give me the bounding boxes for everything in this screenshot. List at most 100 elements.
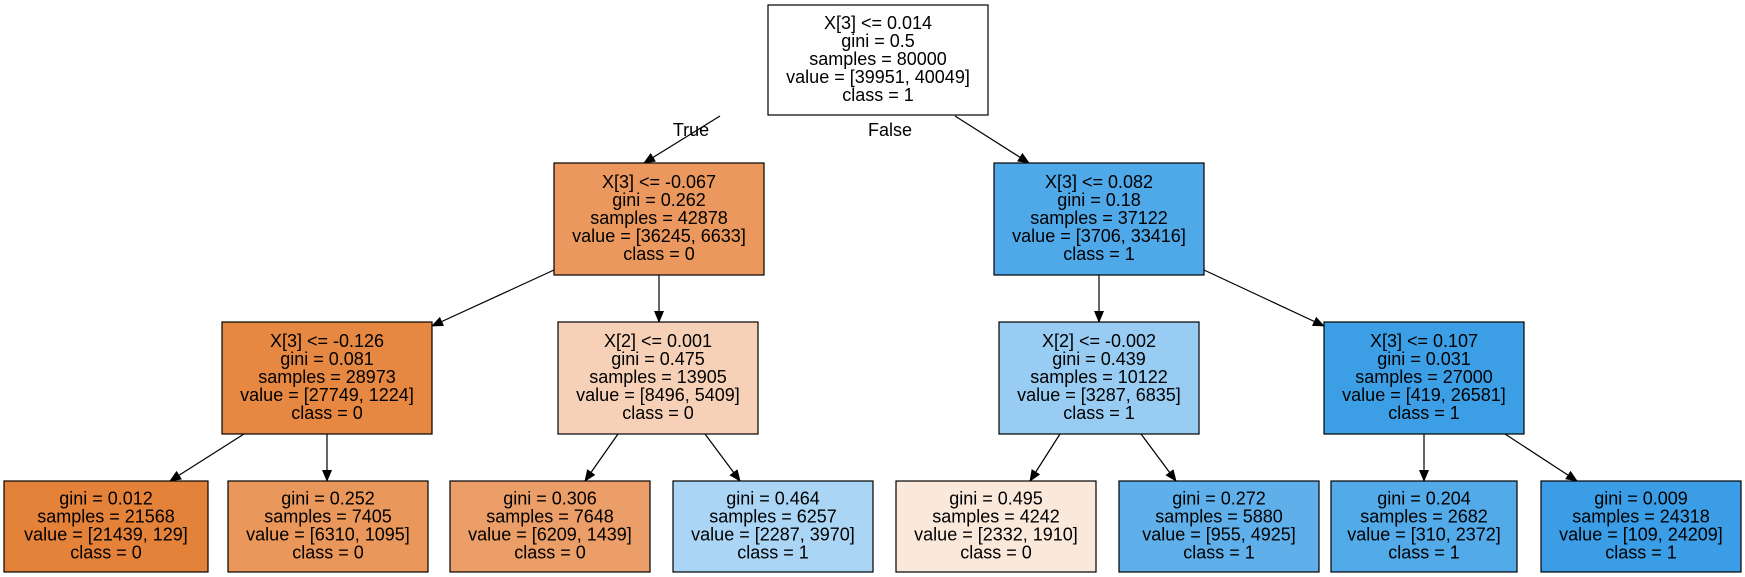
edge-n0-n2 xyxy=(954,115,1030,164)
node-text-line: samples = 24318 xyxy=(1572,507,1710,527)
node-text-line: class = 0 xyxy=(960,543,1032,563)
node-text-line: value = [8496, 5409] xyxy=(576,385,740,405)
edge-n6-n14 xyxy=(1504,433,1578,482)
node-text-line: X[3] <= 0.014 xyxy=(824,13,932,33)
node-text-line: X[3] <= 0.107 xyxy=(1370,331,1478,351)
node-text-line: class = 1 xyxy=(1063,244,1135,264)
node-box xyxy=(998,321,1200,435)
node-box xyxy=(449,480,651,573)
node-text-line: gini = 0.262 xyxy=(612,190,706,210)
node-box xyxy=(3,480,209,573)
node-text-line: value = [2287, 3970] xyxy=(691,525,855,545)
node-text-line: gini = 0.5 xyxy=(841,31,915,51)
node-text-line: X[3] <= 0.082 xyxy=(1045,172,1153,192)
node-text-line: value = [27749, 1224] xyxy=(240,385,414,405)
node-text-line: samples = 21568 xyxy=(37,507,175,527)
node-text-line: samples = 10122 xyxy=(1030,367,1168,387)
node-text-line: value = [310, 2372] xyxy=(1347,525,1501,545)
node-text-line: gini = 0.272 xyxy=(1172,489,1266,509)
node-text-line: value = [2332, 1910] xyxy=(914,525,1078,545)
node-text-line: value = [3287, 6835] xyxy=(1017,385,1181,405)
node-text-line: gini = 0.031 xyxy=(1377,349,1471,369)
node-text-line: value = [955, 4925] xyxy=(1142,525,1296,545)
node-text-line: samples = 13905 xyxy=(589,367,727,387)
node-box xyxy=(553,162,765,276)
node-text-line: gini = 0.18 xyxy=(1057,190,1141,210)
edge-n3-n7 xyxy=(169,433,245,482)
node-text-line: X[2] <= -0.002 xyxy=(1042,331,1156,351)
edge-n5-n12 xyxy=(1140,433,1177,482)
edge-label-true: True xyxy=(673,120,709,140)
node-text-line: samples = 7648 xyxy=(486,507,614,527)
node-text-line: samples = 6257 xyxy=(709,507,837,527)
node-box xyxy=(895,480,1097,573)
node-text-line: samples = 80000 xyxy=(809,49,947,69)
edge-n1-n3 xyxy=(431,269,555,327)
edge-label-false: False xyxy=(868,120,912,140)
node-box xyxy=(227,480,429,573)
node-box xyxy=(1540,480,1742,573)
edge-n4-n10 xyxy=(704,433,741,482)
edge-n4-n9 xyxy=(584,433,619,482)
node-box xyxy=(557,321,759,435)
edge-n0-n1 xyxy=(643,115,721,164)
node-text-line: gini = 0.306 xyxy=(503,489,597,509)
node-text-line: samples = 5880 xyxy=(1155,507,1283,527)
node-box xyxy=(993,162,1205,276)
node-text-line: gini = 0.009 xyxy=(1594,489,1688,509)
node-box xyxy=(767,4,989,116)
node-text-line: class = 1 xyxy=(1388,543,1460,563)
node-box xyxy=(1330,480,1518,573)
node-box xyxy=(221,321,433,435)
node-text-line: class = 1 xyxy=(1063,403,1135,423)
node-text-line: X[3] <= -0.067 xyxy=(602,172,716,192)
node-text-line: class = 1 xyxy=(737,543,809,563)
node-text-line: samples = 42878 xyxy=(590,208,728,228)
node-text-line: class = 0 xyxy=(70,543,142,563)
node-box xyxy=(1118,480,1320,573)
node-text-line: samples = 27000 xyxy=(1355,367,1493,387)
node-text-line: samples = 37122 xyxy=(1030,208,1168,228)
node-text-line: value = [6310, 1095] xyxy=(246,525,410,545)
node-text-line: samples = 2682 xyxy=(1360,507,1488,527)
node-text-line: X[3] <= -0.126 xyxy=(270,331,384,351)
node-text-line: value = [39951, 40049] xyxy=(786,67,970,87)
node-text-line: samples = 28973 xyxy=(258,367,396,387)
node-box xyxy=(1323,321,1525,435)
node-box xyxy=(672,480,874,573)
node-text-line: value = [3706, 33416] xyxy=(1012,226,1186,246)
node-text-line: class = 0 xyxy=(623,244,695,264)
node-text-line: gini = 0.495 xyxy=(949,489,1043,509)
node-text-line: X[2] <= 0.001 xyxy=(604,331,712,351)
node-text-line: class = 1 xyxy=(1605,543,1677,563)
node-text-line: gini = 0.252 xyxy=(281,489,375,509)
edge-n5-n11 xyxy=(1029,433,1061,482)
node-text-line: samples = 4242 xyxy=(932,507,1060,527)
node-text-line: value = [109, 24209] xyxy=(1559,525,1723,545)
node-text-line: class = 0 xyxy=(622,403,694,423)
node-text-line: gini = 0.475 xyxy=(611,349,705,369)
node-text-line: class = 1 xyxy=(1183,543,1255,563)
node-text-line: value = [21439, 129] xyxy=(24,525,188,545)
node-text-line: gini = 0.081 xyxy=(280,349,374,369)
node-text-line: value = [6209, 1439] xyxy=(468,525,632,545)
node-text-line: class = 0 xyxy=(514,543,586,563)
node-text-line: gini = 0.012 xyxy=(59,489,153,509)
node-text-line: class = 1 xyxy=(1388,403,1460,423)
node-text-line: value = [36245, 6633] xyxy=(572,226,746,246)
node-text-line: gini = 0.439 xyxy=(1052,349,1146,369)
edges-layer: True False xyxy=(169,115,1578,482)
